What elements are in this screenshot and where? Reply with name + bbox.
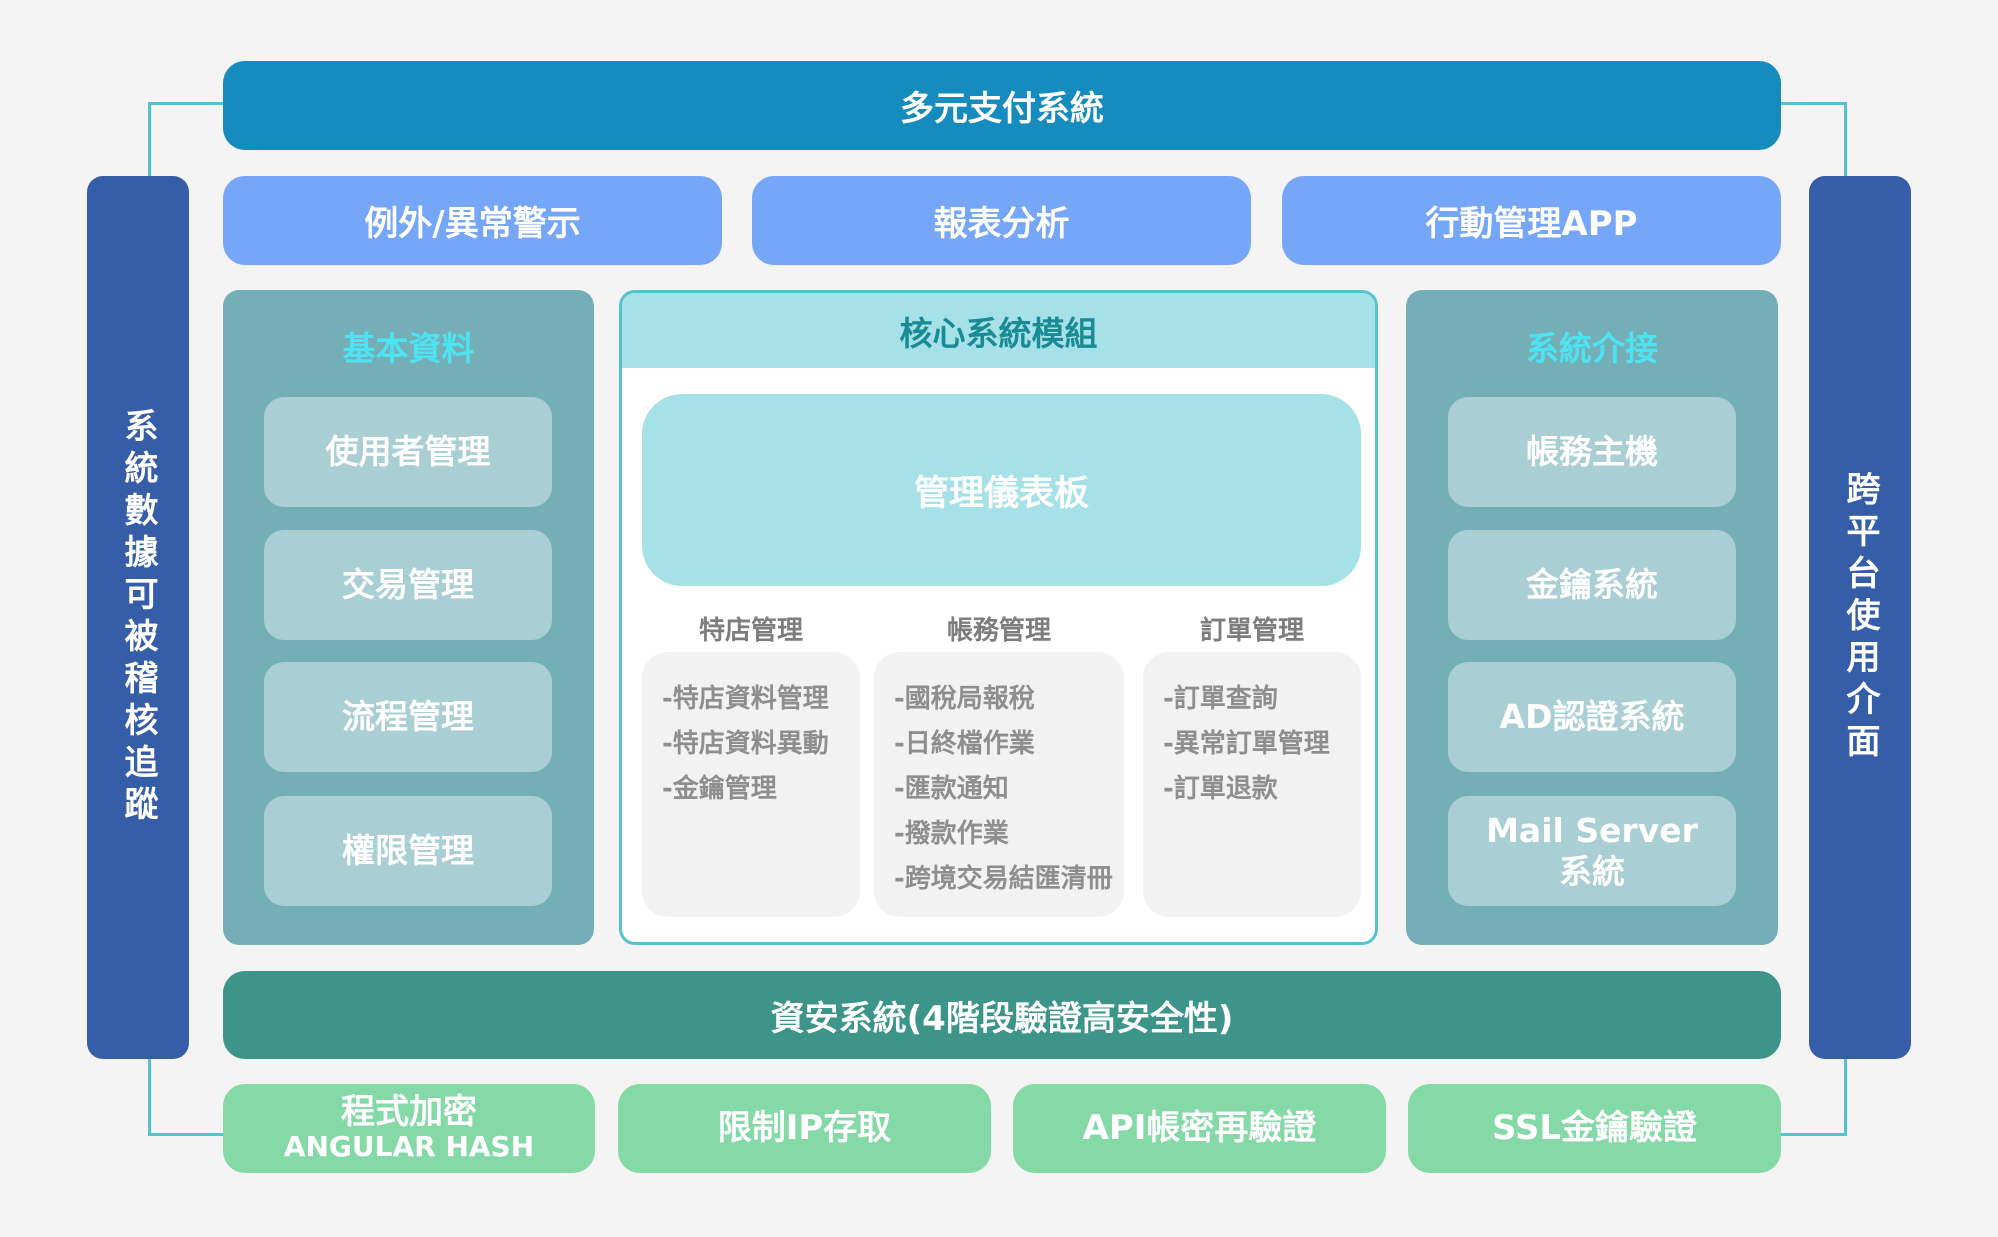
list-item: -跨境交易結匯清冊 <box>894 864 1113 894</box>
list-item: -匯款通知 <box>894 774 1009 804</box>
transaction-management: 交易管理 <box>264 530 552 640</box>
connector-bottom-left <box>148 1058 151 1136</box>
merchant-management-list: -特店資料管理 -特店資料異動 -金鑰管理 <box>642 652 860 917</box>
ad-auth-system: AD認證系統 <box>1448 662 1736 772</box>
connector-top-left <box>148 102 151 178</box>
audit-trail-label: 系統數據可被稽核追蹤 <box>118 407 158 828</box>
connector-top-right <box>1780 102 1847 105</box>
exception-alert: 例外/異常警示 <box>223 176 722 265</box>
api-reverification: API帳密再驗證 <box>1013 1084 1386 1173</box>
list-item: -國稅局報稅 <box>894 684 1035 714</box>
list-item: -特店資料管理 <box>662 684 829 714</box>
management-dashboard: 管理儀表板 <box>642 394 1361 586</box>
code-encryption-sub: ANGULAR HASH <box>283 1129 535 1163</box>
list-item: -撥款作業 <box>894 819 1009 849</box>
connector-top-left <box>148 102 224 105</box>
list-item: -特店資料異動 <box>662 729 829 759</box>
multi-payment-system: 多元支付系統 <box>223 61 1781 150</box>
order-management-label: 訂單管理 <box>1199 616 1304 646</box>
cross-platform-bar: 跨平台使用介面 <box>1809 176 1911 1059</box>
list-item: -金鑰管理 <box>662 774 777 804</box>
list-item: -異常訂單管理 <box>1163 729 1330 759</box>
list-item: -訂單退款 <box>1163 774 1278 804</box>
merchant-management-label: 特店管理 <box>698 616 803 646</box>
list-item: -訂單查詢 <box>1163 684 1278 714</box>
integration-title: 系統介接 <box>1526 329 1658 368</box>
accounting-management-list: -國稅局報稅 -日終檔作業 -匯款通知 -撥款作業 -跨境交易結匯清冊 <box>874 652 1124 917</box>
user-management: 使用者管理 <box>264 397 552 507</box>
permission-management: 權限管理 <box>264 796 552 906</box>
connector-bottom-right <box>1844 1058 1847 1136</box>
accounting-host: 帳務主機 <box>1448 397 1736 507</box>
connector-bottom-left <box>148 1133 224 1136</box>
basic-data-title: 基本資料 <box>342 329 475 368</box>
ssl-key-verification: SSL金鑰驗證 <box>1408 1084 1781 1173</box>
list-item: -日終檔作業 <box>894 729 1035 759</box>
mail-server-system: Mail Server 系統 <box>1448 796 1736 906</box>
report-analysis: 報表分析 <box>752 176 1251 265</box>
key-system: 金鑰系統 <box>1448 530 1736 640</box>
security-system: 資安系統(4階段驗證高安全性) <box>223 971 1781 1059</box>
ip-restriction: 限制IP存取 <box>618 1084 991 1173</box>
cross-platform-label: 跨平台使用介面 <box>1840 470 1880 765</box>
code-encryption: 程式加密 ANGULAR HASH <box>223 1084 595 1173</box>
code-encryption-label: 程式加密 <box>341 1092 477 1133</box>
accounting-management-label: 帳務管理 <box>946 616 1051 646</box>
connector-bottom-right <box>1780 1133 1847 1136</box>
process-management: 流程管理 <box>264 662 552 772</box>
order-management-list: -訂單查詢 -異常訂單管理 -訂單退款 <box>1143 652 1361 917</box>
audit-trail-bar: 系統數據可被稽核追蹤 <box>87 176 189 1059</box>
connector-top-right <box>1844 102 1847 178</box>
core-module-title: 核心系統模組 <box>622 293 1375 368</box>
mobile-app: 行動管理APP <box>1282 176 1781 265</box>
